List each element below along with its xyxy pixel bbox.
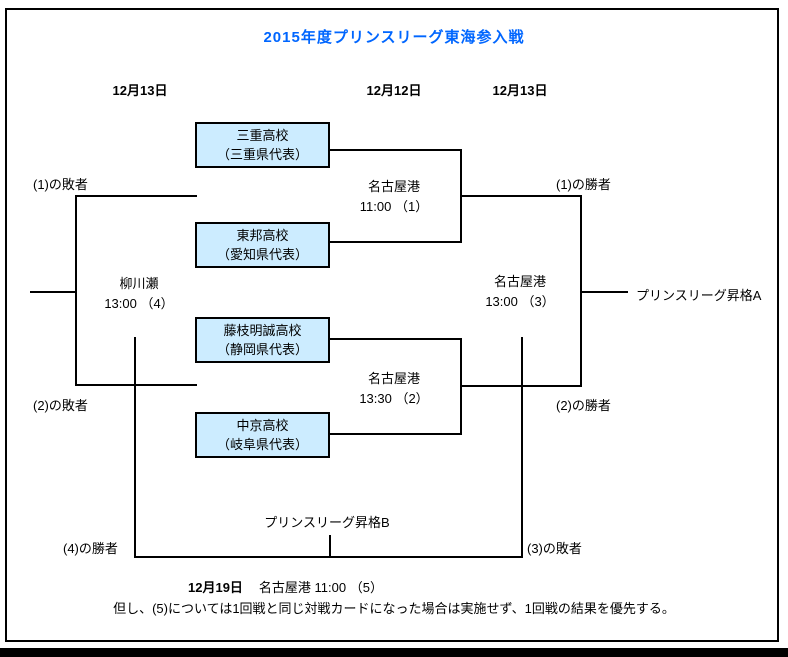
match2-label: 名古屋港 13:30 （2） <box>334 369 454 409</box>
footnote: 但し、(5)については1回戦と同じ対戦カードになった場合は実施せず、1回戦の結果… <box>113 601 675 616</box>
line-match1-out <box>460 195 582 197</box>
team-name: 中京高校 <box>236 418 289 433</box>
team-prefecture: （静岡県代表） <box>216 342 308 357</box>
bottom-thick-bar <box>0 648 788 657</box>
match1-label: 名古屋港 11:00 （1） <box>334 177 454 217</box>
line-team4-connector <box>330 433 462 435</box>
match4-label: 柳川瀬 13:00 （4） <box>79 274 199 314</box>
match5-date: 12月19日 <box>188 580 243 595</box>
label-loser-of-2: (2)の敗者 <box>33 398 88 413</box>
line-match3-vertical <box>580 195 582 387</box>
team-box-fujieda-meisei: 藤枝明誠高校 （静岡県代表） <box>195 317 330 363</box>
page-title: 2015年度プリンスリーグ東海参入戦 <box>263 29 525 46</box>
team-box-toho: 東邦高校 （愛知県代表） <box>195 222 330 268</box>
line-match4-vertical <box>75 195 77 386</box>
team-box-chukyo: 中京高校 （岐阜県代表） <box>195 412 330 458</box>
match3-venue: 名古屋港 <box>493 274 546 289</box>
team-name: 東邦高校 <box>236 228 289 243</box>
line-team3-connector <box>330 338 462 340</box>
match1-venue: 名古屋港 <box>367 179 420 194</box>
match4-time: 13:00 （4） <box>104 296 174 311</box>
line-match5-bottom <box>134 556 523 558</box>
label-winner-of-2: (2)の勝者 <box>556 398 611 413</box>
line-team1-connector <box>330 149 462 151</box>
line-match3-drop <box>521 337 523 558</box>
match4-venue: 柳川瀬 <box>119 276 159 291</box>
label-promotion-b: プリンスリーグ昇格B <box>264 515 390 530</box>
match5-detail: 名古屋港 11:00 （5） <box>258 580 383 595</box>
match1-time: 11:00 （1） <box>359 199 429 214</box>
team-name: 藤枝明誠高校 <box>223 323 302 338</box>
line-loser1-feed <box>75 195 197 197</box>
match2-venue: 名古屋港 <box>367 371 420 386</box>
date-header-left: 12月13日 <box>112 83 168 98</box>
label-loser-of-3: (3)の敗者 <box>527 541 582 556</box>
outer-border <box>5 8 779 642</box>
label-winner-of-1: (1)の勝者 <box>556 177 611 192</box>
match2-time: 13:30 （2） <box>359 391 429 406</box>
team-name: 三重高校 <box>236 128 289 143</box>
label-loser-of-1: (1)の敗者 <box>33 177 88 192</box>
line-team2-connector <box>330 241 462 243</box>
team-box-mie: 三重高校 （三重県代表） <box>195 122 330 168</box>
match3-time: 13:00 （3） <box>485 294 555 309</box>
team-prefecture: （三重県代表） <box>216 147 308 162</box>
line-match3-out-stub <box>582 291 628 293</box>
team-prefecture: （岐阜県代表） <box>216 437 308 452</box>
team-prefecture: （愛知県代表） <box>216 247 308 262</box>
date-header-middle: 12月12日 <box>366 83 422 98</box>
match3-label: 名古屋港 13:00 （3） <box>460 272 580 312</box>
line-loser2-feed <box>75 384 197 386</box>
label-promotion-a: プリンスリーグ昇格A <box>636 288 762 303</box>
date-header-right: 12月13日 <box>492 83 548 98</box>
line-match4-out-stub <box>30 291 75 293</box>
label-winner-of-4: (4)の勝者 <box>63 541 118 556</box>
match5-label: 12月19日名古屋港 11:00 （5） <box>188 577 383 596</box>
line-match4-drop <box>134 337 136 558</box>
line-promotion-b-tick <box>329 535 331 556</box>
